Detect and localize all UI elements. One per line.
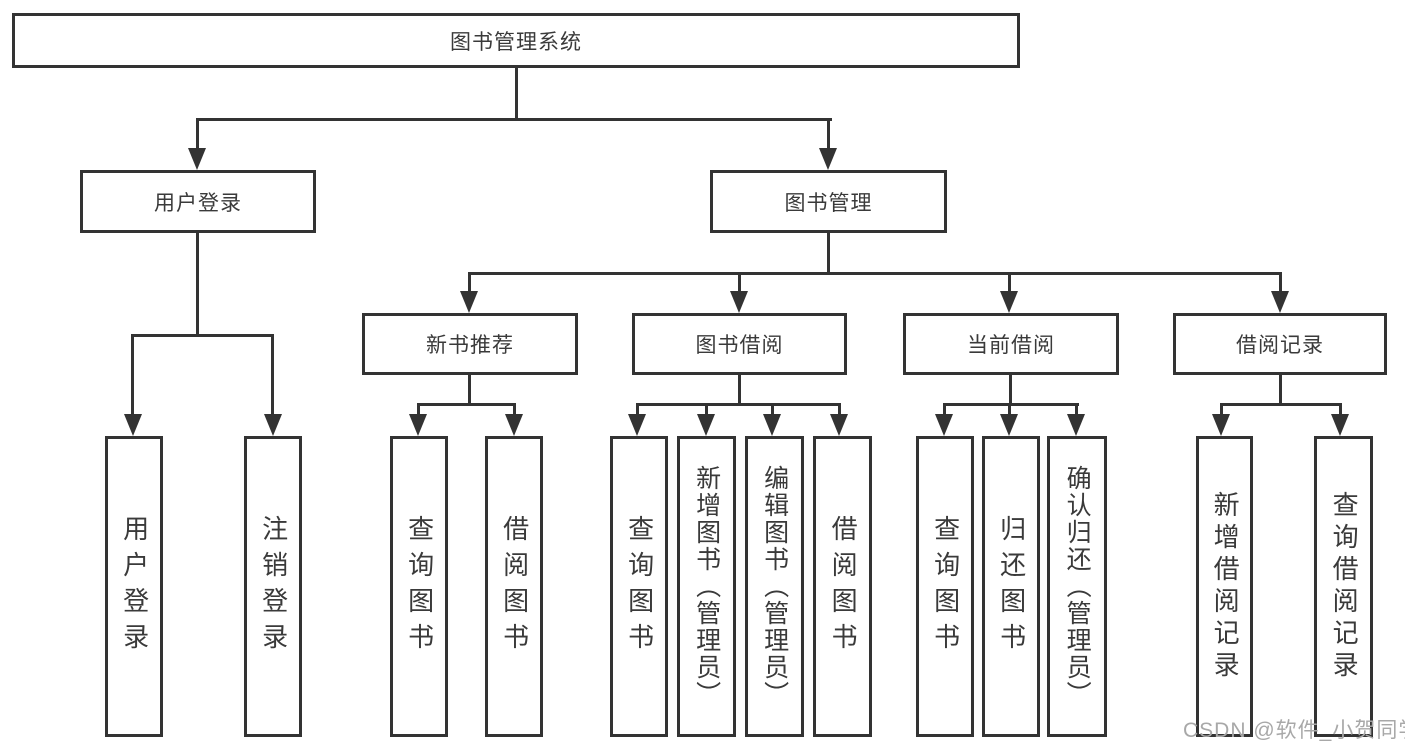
connector-login-bar <box>131 334 274 337</box>
connector-borrow-bar <box>636 403 841 406</box>
connector-mgmt-drop-3 <box>1008 272 1011 291</box>
arrowhead-mgmt-4 <box>1271 291 1289 313</box>
leaf-current-return-book-label: 归还图书 <box>996 514 1027 659</box>
leaf-current-confirm-return-admin: 确认归还（管理员） <box>1047 436 1107 737</box>
connector-root-stem <box>515 68 518 121</box>
connector-borrow-drop-2 <box>705 403 708 415</box>
arrowhead-login-2 <box>264 414 282 436</box>
node-new-book-label: 新书推荐 <box>426 334 514 357</box>
connector-mgmt-drop-4 <box>1279 272 1282 291</box>
node-borrow-record-label: 借阅记录 <box>1236 334 1324 357</box>
connector-recommend-drop-2 <box>513 403 516 415</box>
connector-login-stem <box>196 233 199 337</box>
node-user-login-label: 用户登录 <box>154 191 242 215</box>
arrowhead-mgmt-1 <box>460 291 478 313</box>
connector-borrow-drop-4 <box>838 403 841 415</box>
leaf-record-query-record: 查询借阅记录 <box>1314 436 1373 737</box>
connector-recommend-bar <box>417 403 516 406</box>
leaf-recommend-query-book: 查询图书 <box>390 436 448 737</box>
arrowhead-current-2 <box>1000 414 1018 436</box>
leaf-current-return-book: 归还图书 <box>982 436 1040 737</box>
node-current-borrow: 当前借阅 <box>903 313 1119 375</box>
arrowhead-borrow-1 <box>628 414 646 436</box>
node-current-borrow-label: 当前借阅 <box>967 334 1055 357</box>
connector-borrow-stem <box>738 375 741 406</box>
connector-current-drop-2 <box>1008 403 1011 415</box>
connector-record-drop-2 <box>1339 403 1342 415</box>
arrowhead-current-1 <box>935 414 953 436</box>
csdn-watermark: CSDN @软件_小贺同学 <box>1183 719 1405 742</box>
connector-root-bar <box>196 118 832 121</box>
connector-recommend-stem <box>468 375 471 406</box>
connector-record-bar <box>1220 403 1342 406</box>
arrowhead-record-1 <box>1212 414 1230 436</box>
node-new-book: 新书推荐 <box>362 313 578 375</box>
leaf-logout-label: 注销登录 <box>258 514 289 659</box>
leaf-borrow-add-book-admin: 新增图书（管理员） <box>677 436 736 737</box>
leaf-record-query-record-label: 查询借阅记录 <box>1329 490 1360 683</box>
leaf-user-login: 用户登录 <box>105 436 163 737</box>
connector-mgmt-drop-2 <box>738 272 741 291</box>
connector-current-stem <box>1009 375 1012 406</box>
leaf-borrow-add-book-admin-label: 新增图书（管理员） <box>692 465 721 708</box>
leaf-recommend-borrow-book-label: 借阅图书 <box>499 514 530 659</box>
arrowhead-borrow-4 <box>830 414 848 436</box>
arrowhead-current-3 <box>1067 414 1085 436</box>
node-book-mgmt: 图书管理 <box>710 170 947 233</box>
leaf-borrow-borrow-book: 借阅图书 <box>813 436 872 737</box>
connector-recommend-drop-1 <box>417 403 420 415</box>
arrowhead-record-2 <box>1331 414 1349 436</box>
leaf-user-login-label: 用户登录 <box>119 514 150 659</box>
node-root: 图书管理系统 <box>12 13 1020 68</box>
arrowhead-mgmt-3 <box>1000 291 1018 313</box>
leaf-record-add-record: 新增借阅记录 <box>1196 436 1253 737</box>
leaf-borrow-query-book: 查询图书 <box>610 436 668 737</box>
leaf-logout: 注销登录 <box>244 436 302 737</box>
arrowhead-recommend-2 <box>505 414 523 436</box>
connector-borrow-drop-1 <box>636 403 639 415</box>
leaf-borrow-edit-book-admin: 编辑图书（管理员） <box>745 436 804 737</box>
arrowhead-mgmt <box>819 148 837 170</box>
connector-login-drop-2 <box>271 334 274 415</box>
connector-record-drop-1 <box>1220 403 1223 415</box>
node-user-login: 用户登录 <box>80 170 316 233</box>
connector-mgmt-stem <box>827 233 830 275</box>
connector-borrow-drop-3 <box>771 403 774 415</box>
connector-current-drop-1 <box>943 403 946 415</box>
connector-current-drop-3 <box>1075 403 1078 415</box>
connector-record-stem <box>1279 375 1282 406</box>
leaf-recommend-borrow-book: 借阅图书 <box>485 436 543 737</box>
leaf-record-add-record-label: 新增借阅记录 <box>1210 490 1241 683</box>
node-book-borrow: 图书借阅 <box>632 313 847 375</box>
arrowhead-mgmt-2 <box>730 291 748 313</box>
leaf-borrow-query-book-label: 查询图书 <box>624 514 655 659</box>
connector-drop-mgmt <box>827 118 830 151</box>
leaf-current-query-book-label: 查询图书 <box>930 514 961 659</box>
arrowhead-borrow-3 <box>763 414 781 436</box>
arrowhead-borrow-2 <box>697 414 715 436</box>
arrowhead-login <box>188 148 206 170</box>
arrowhead-login-1 <box>124 414 142 436</box>
node-book-mgmt-label: 图书管理 <box>784 191 873 215</box>
connector-drop-login <box>196 118 199 151</box>
leaf-current-confirm-return-admin-label: 确认归还（管理员） <box>1063 465 1092 708</box>
connector-current-bar <box>943 403 1079 406</box>
node-borrow-record: 借阅记录 <box>1173 313 1387 375</box>
node-book-borrow-label: 图书借阅 <box>695 334 784 357</box>
leaf-current-query-book: 查询图书 <box>916 436 974 737</box>
connector-mgmt-drop-1 <box>468 272 471 291</box>
leaf-borrow-edit-book-admin-label: 编辑图书（管理员） <box>760 465 789 708</box>
leaf-borrow-borrow-book-label: 借阅图书 <box>828 514 859 659</box>
connector-mgmt-bar <box>468 272 1282 275</box>
leaf-recommend-query-book-label: 查询图书 <box>404 514 435 659</box>
arrowhead-recommend-1 <box>409 414 427 436</box>
node-root-label: 图书管理系统 <box>450 30 582 54</box>
connector-login-drop-1 <box>131 334 134 415</box>
